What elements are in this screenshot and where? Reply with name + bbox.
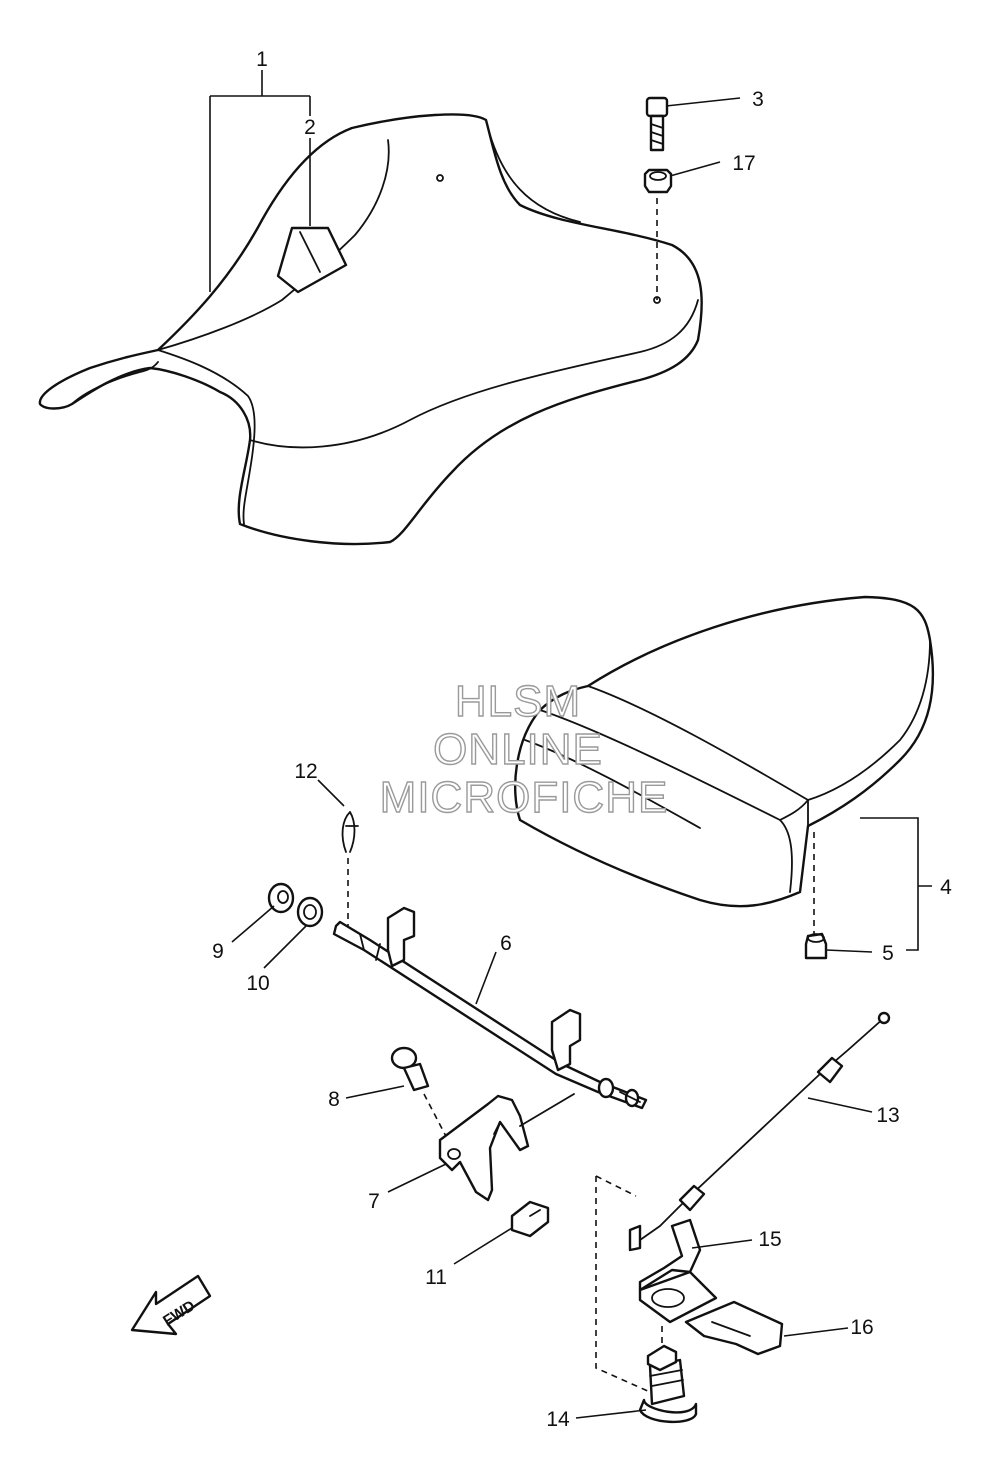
- callout-1: 1: [256, 48, 268, 71]
- shaft-6: [332, 906, 648, 1110]
- rider-seat: [38, 113, 703, 546]
- cable-13: [628, 1011, 891, 1252]
- callouts: 1 2 3 17 4 5 6 12 9 10 8 7 11 13 15 16 1…: [212, 48, 952, 1431]
- fwd-direction-arrow: FWD: [130, 1274, 212, 1336]
- callout-9: 9: [212, 940, 224, 963]
- bracket-7: [438, 1093, 575, 1202]
- damper-11: [510, 1200, 550, 1238]
- callout-11: 11: [425, 1266, 447, 1289]
- watermark: HLSM ONLINE MICROFICHE: [379, 676, 669, 822]
- callout-8: 8: [328, 1088, 340, 1111]
- watermark-line-3: MICROFICHE: [380, 773, 669, 822]
- seat-lock-14: [638, 1326, 698, 1424]
- collar-17: [643, 168, 673, 194]
- bracket-15: [638, 1218, 718, 1324]
- bushing-9: [267, 882, 295, 914]
- callout-12: 12: [294, 760, 317, 783]
- callout-4: 4: [940, 876, 952, 899]
- watermark-line-1: HLSM: [455, 677, 581, 726]
- callout-13: 13: [876, 1104, 899, 1127]
- seat-label: [276, 226, 348, 294]
- callout-2: 2: [304, 116, 316, 139]
- callout-14: 14: [546, 1408, 570, 1431]
- callout-6: 6: [500, 932, 512, 955]
- lock-dash-line: [595, 1176, 651, 1393]
- pin-12: [341, 811, 359, 930]
- callout-10: 10: [246, 972, 269, 995]
- plate-16: [684, 1300, 784, 1356]
- callout-7: 7: [368, 1190, 380, 1213]
- seat-cowl: [514, 595, 935, 935]
- bolt-8: [390, 1046, 451, 1145]
- watermark-line-2: ONLINE: [433, 725, 603, 774]
- callout-5: 5: [882, 942, 894, 965]
- grommet-10: [296, 896, 324, 928]
- leader-lines: [209, 70, 932, 1419]
- callout-3: 3: [752, 88, 764, 111]
- callout-15: 15: [758, 1228, 781, 1251]
- damper-5: [804, 932, 828, 960]
- callout-17: 17: [732, 152, 755, 175]
- bolt-3: [645, 96, 669, 152]
- callout-16: 16: [850, 1316, 873, 1339]
